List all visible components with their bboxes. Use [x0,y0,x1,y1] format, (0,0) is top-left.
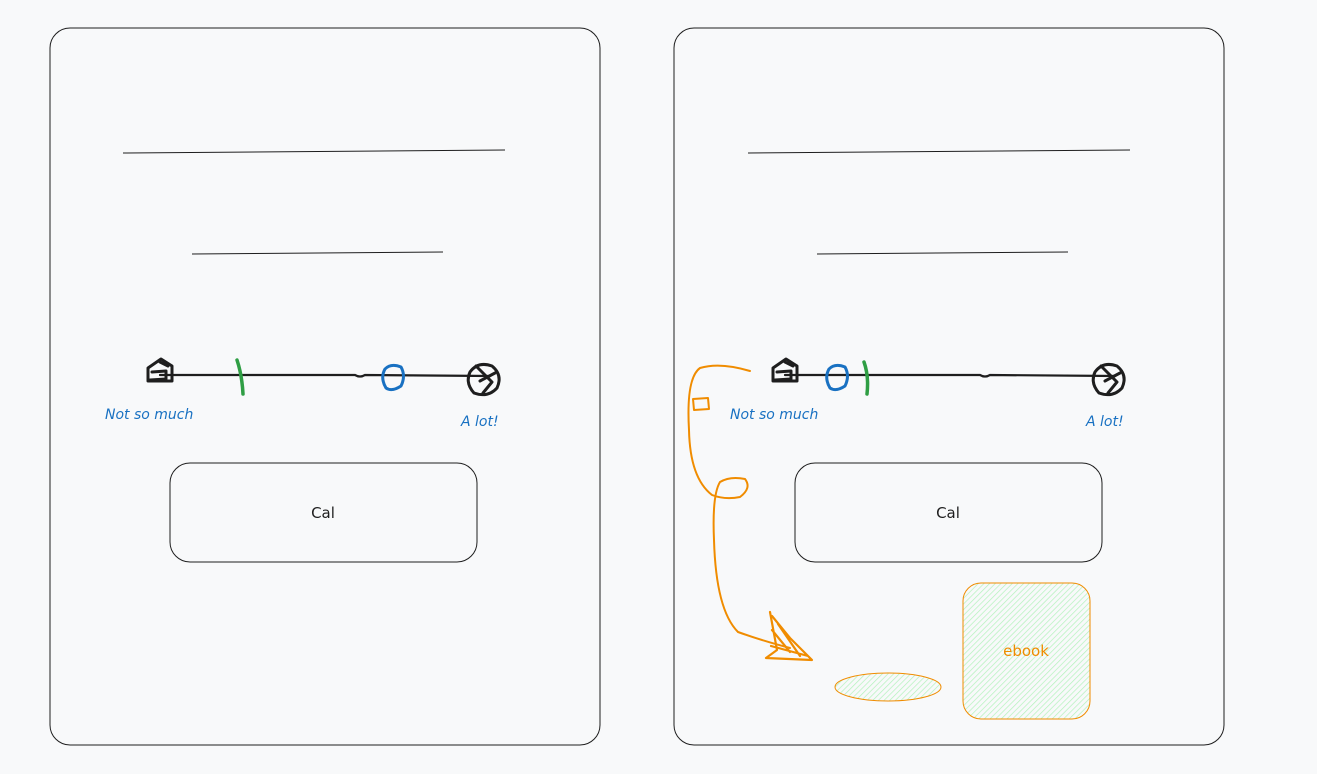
scribble-ball-icon [466,363,501,397]
phone-frame[interactable] [673,27,1225,746]
hatched-ellipse[interactable] [834,672,942,702]
frame-right[interactable]: Not so much A lot! Cal ebook [673,27,1225,746]
annotation-arrow[interactable] [687,364,814,662]
cal-button-label: Cal [311,504,335,522]
title-placeholder-line[interactable] [747,149,1131,154]
green-marker[interactable] [235,358,245,396]
scribble-ball-icon [1091,363,1126,397]
blue-circle-marker[interactable] [381,363,405,392]
subtitle-placeholder-line[interactable] [191,251,444,255]
house-icon [771,357,799,383]
arrowhead-icon [764,610,814,662]
house-icon [146,357,174,383]
rating-scale[interactable]: Not so much A lot! [730,357,1126,430]
cal-button[interactable]: Cal [169,462,478,563]
ebook-box[interactable]: ebook [962,582,1091,720]
scale-right-label: A lot! [460,414,499,430]
ebook-label: ebook [1003,642,1049,660]
cal-button[interactable]: Cal [794,462,1103,563]
title-placeholder-line[interactable] [122,149,506,154]
scale-right-label: A lot! [1085,414,1124,430]
scale-left-label: Not so much [105,407,193,423]
blue-circle-marker[interactable] [825,363,849,392]
frame-left[interactable]: Not so much A lot! Cal [49,27,601,746]
subtitle-placeholder-line[interactable] [816,251,1069,255]
phone-frame[interactable] [49,27,601,746]
scale-left-label: Not so much [730,407,818,423]
cal-button-label: Cal [936,504,960,522]
green-marker[interactable] [862,360,870,396]
scale-line [783,373,1117,378]
rating-scale[interactable]: Not so much A lot! [105,357,501,430]
scale-line [158,373,492,378]
